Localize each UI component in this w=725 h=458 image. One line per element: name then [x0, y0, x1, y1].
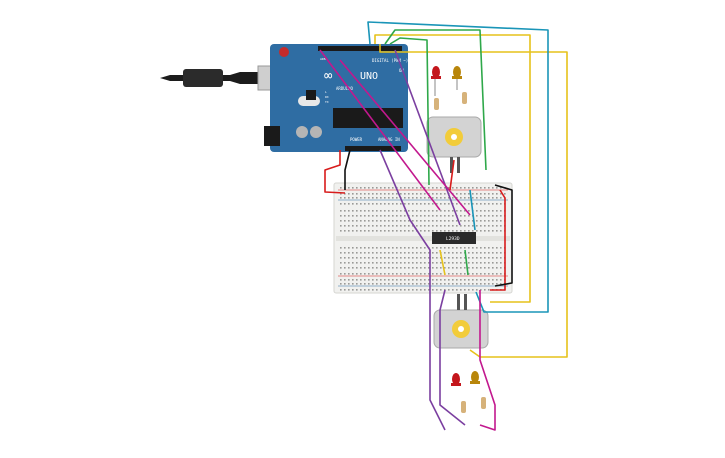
tx-label: TX: [325, 100, 329, 104]
capacitor-2: [310, 126, 322, 138]
arduino-logo: ∞: [324, 68, 333, 84]
led-amber-top[interactable]: [452, 66, 462, 90]
wire-yellow-outer: [379, 44, 568, 358]
power-analog-header[interactable]: [345, 146, 401, 151]
led-amber-bottom[interactable]: [470, 371, 480, 384]
capacitor-1: [296, 126, 308, 138]
led-red-top[interactable]: [431, 66, 441, 96]
wire-purple-2: [379, 149, 446, 431]
resistor-top-2[interactable]: [462, 92, 467, 104]
resistor-bottom-2[interactable]: [481, 397, 486, 409]
analog-label: ANALOG IN: [378, 137, 400, 142]
resistor-bottom-1[interactable]: [461, 401, 466, 413]
digital-header[interactable]: [318, 46, 402, 51]
resistor-top-1[interactable]: [434, 98, 439, 110]
wire-purple-3: [439, 289, 466, 426]
l-label: L: [325, 90, 327, 94]
wire-red-right: [490, 189, 506, 291]
board-brand: ARDUINO: [336, 86, 353, 91]
on-label: ON: [399, 68, 404, 73]
wires[interactable]: [319, 21, 568, 431]
aref-label: AREF: [320, 57, 327, 61]
wire-green-1: [384, 29, 487, 171]
breadboard[interactable]: [333, 182, 513, 294]
atmega-chip: [333, 108, 403, 128]
driver-ic-label: L293D: [446, 236, 460, 242]
wire-black-gnd: [344, 149, 351, 190]
wire-green-2: [389, 37, 430, 186]
wire-blue-center: [469, 189, 476, 231]
wire-green-center: [464, 249, 469, 276]
wire-black-right: [494, 184, 513, 287]
dc-motor-top[interactable]: [426, 116, 482, 173]
l293d-driver-ic[interactable]: L293D: [432, 232, 476, 244]
wire-yellow-long: [374, 34, 531, 303]
wire-blue-long: [367, 21, 549, 313]
wire-yellow-center: [439, 249, 446, 276]
power-jack: [264, 126, 280, 146]
digital-label: DIGITAL (PWM ~): [372, 58, 408, 63]
arduino-uno-board[interactable]: ∞ UNO ARDUINO DIGITAL (PWM ~) ANALOG IN …: [264, 44, 408, 152]
wire-magenta-2: [339, 59, 471, 216]
power-label: POWER: [350, 137, 363, 142]
usb-cable[interactable]: [160, 65, 279, 91]
rx-label: RX: [325, 95, 329, 99]
wire-purple-1: [394, 49, 461, 226]
wire-magenta-3: [479, 290, 496, 431]
dc-motor-bottom[interactable]: [433, 294, 489, 349]
wire-red-5v: [324, 150, 346, 194]
wire-red-motor: [449, 159, 455, 191]
usb-chip: [306, 90, 316, 100]
wire-magenta-1: [319, 49, 441, 211]
led-red-bottom[interactable]: [451, 373, 461, 386]
reset-button[interactable]: [279, 47, 289, 57]
board-model: UNO: [360, 71, 378, 82]
